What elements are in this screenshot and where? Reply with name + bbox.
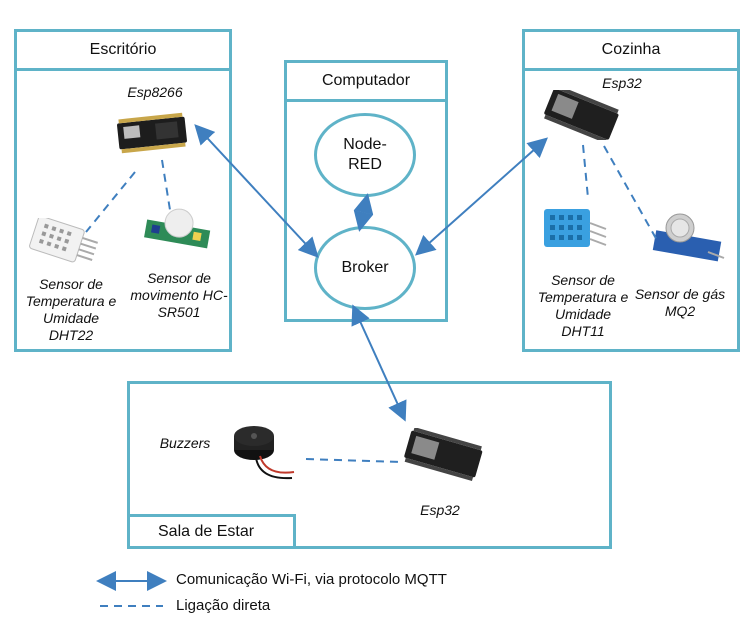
cozinha-esp32-label: Esp32 — [602, 75, 642, 91]
legend-wifi-text: Comunicação Wi-Fi, via protocolo MQTT — [176, 571, 447, 588]
room-title-escritorio: Escritório — [17, 32, 229, 71]
esp32-board-icon — [544, 90, 619, 140]
legend-direct-text: Ligação direta — [176, 597, 271, 614]
broker-node: Broker — [314, 226, 416, 310]
mq2-sensor-icon — [652, 213, 725, 262]
dht11-sensor-icon — [544, 209, 607, 247]
esp8266-label: Esp8266 — [127, 84, 183, 100]
node-red-node: Node- RED — [314, 113, 416, 197]
mq2-label: Sensor de gás MQ2 — [634, 286, 726, 319]
esp8266-board-icon — [117, 112, 187, 154]
dht22-sensor-icon — [29, 218, 99, 263]
dht11-label: Sensor de Temperatura e Umidade DHT11 — [537, 272, 629, 339]
buzzer-icon — [234, 426, 295, 480]
room-title-cozinha: Cozinha — [525, 32, 737, 71]
hc-sr501-label: Sensor de movimento HC- SR501 — [130, 270, 228, 320]
room-title-sala-de-estar: Sala de Estar — [127, 514, 296, 549]
hc-sr501-sensor-icon — [144, 208, 211, 249]
buzzers-label: Buzzers — [159, 435, 211, 451]
sala-esp32-board-icon — [404, 428, 483, 481]
room-title-computador: Computador — [287, 63, 445, 102]
sala-esp32-label: Esp32 — [420, 502, 460, 518]
dht22-label: Sensor de Temperatura e Umidade DHT22 — [25, 276, 117, 343]
